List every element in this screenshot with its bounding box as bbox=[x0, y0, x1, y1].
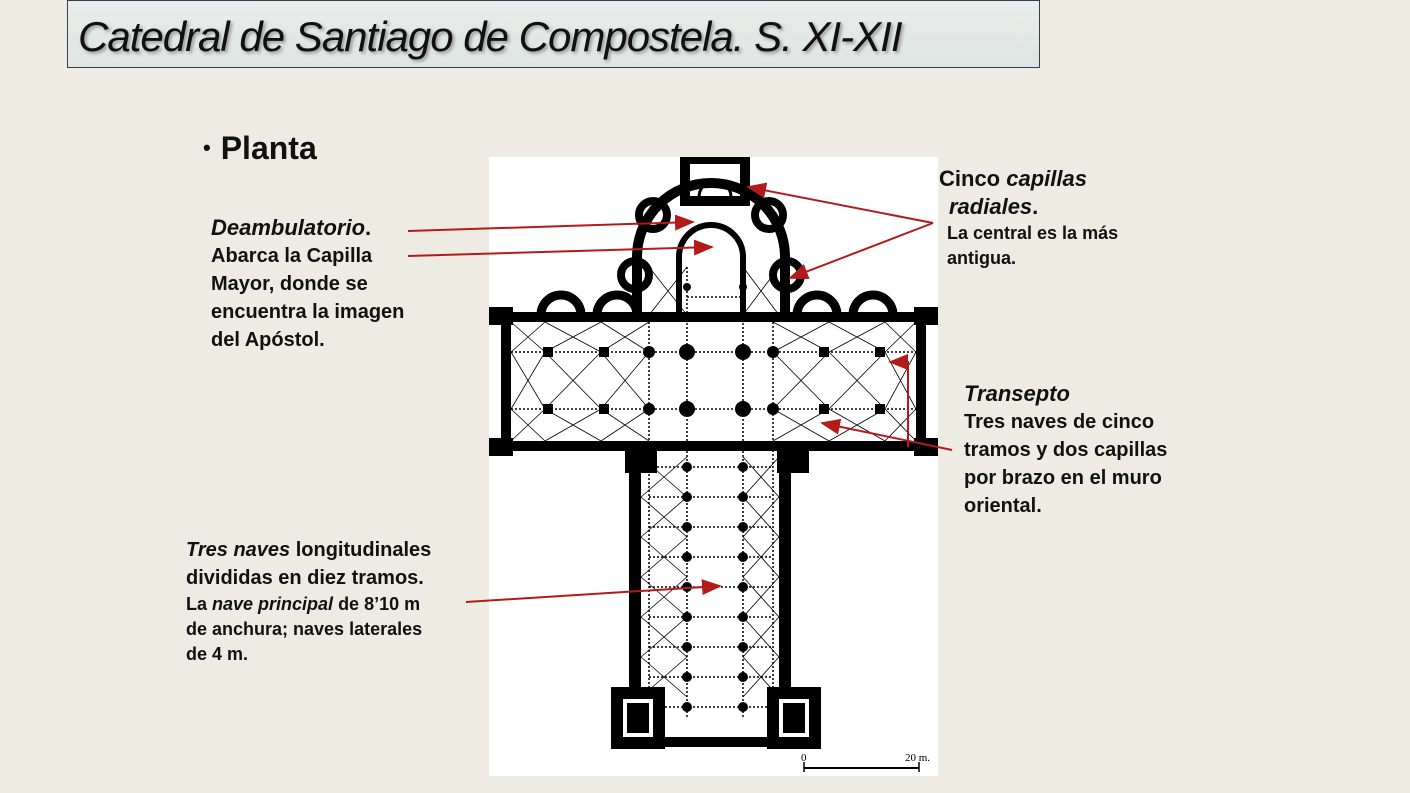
radial-chapel-3 bbox=[617, 257, 653, 293]
deambulatorio-line-1: Abarca la Capilla bbox=[211, 245, 373, 267]
transepto-line-2: tramos y dos capillas bbox=[964, 439, 1168, 461]
deambulatorio-line-2: Mayor, donde se bbox=[211, 273, 368, 295]
cathedral-floor-plan: 0 20 m. bbox=[489, 157, 938, 776]
bullet-label: Planta bbox=[220, 130, 317, 166]
transepto-line-4: oriental. bbox=[964, 495, 1042, 517]
transepto-line-3: por brazo en el muro bbox=[964, 467, 1162, 489]
scale-end-label: 20 m. bbox=[905, 752, 930, 764]
capillas-line-1: La central es la más bbox=[947, 223, 1119, 243]
annotation-naves: Tres naves longitudinales divididas en d… bbox=[186, 536, 431, 667]
transepto-heading: Transepto bbox=[964, 381, 1070, 406]
scale-bar: 0 20 m. bbox=[801, 752, 930, 772]
deambulatorio-line-3: encuentra la imagen bbox=[211, 301, 405, 323]
annotation-transepto: Transepto Tres naves de cinco tramos y d… bbox=[964, 380, 1167, 520]
deambulatorio-line-4: del Apóstol. bbox=[211, 329, 325, 351]
bullet-planta: • Planta bbox=[203, 130, 317, 167]
transept-walls bbox=[489, 307, 938, 456]
rib-vaults bbox=[510, 266, 917, 698]
central-chapel bbox=[680, 157, 750, 206]
transept-chapels bbox=[536, 290, 898, 316]
annotation-deambulatorio: Deambulatorio. Abarca la Capilla Mayor, … bbox=[211, 214, 404, 354]
deambulatorio-heading: Deambulatorio bbox=[211, 215, 366, 240]
transepto-line-1: Tres naves de cinco bbox=[964, 411, 1155, 433]
capillas-heading: capillas bbox=[1006, 166, 1087, 191]
title-box: Catedral de Santiago de Compostela. S. X… bbox=[67, 0, 1040, 68]
piers bbox=[543, 283, 885, 712]
naves-line-5: de 4 m. bbox=[186, 644, 249, 664]
scale-zero-label: 0 bbox=[801, 752, 807, 764]
naves-line-4: de anchura; naves laterales bbox=[186, 619, 423, 639]
annotation-capillas: Cinco capillas radiales. La central es l… bbox=[939, 165, 1118, 271]
naves-heading: Tres naves bbox=[186, 539, 291, 561]
slide-title: Catedral de Santiago de Compostela. S. X… bbox=[78, 13, 902, 60]
west-towers bbox=[611, 687, 821, 749]
bullet-dot: • bbox=[203, 135, 211, 160]
naves-line-2: divididas en diez tramos. bbox=[186, 567, 424, 589]
capillas-line-2: antigua. bbox=[947, 248, 1017, 268]
